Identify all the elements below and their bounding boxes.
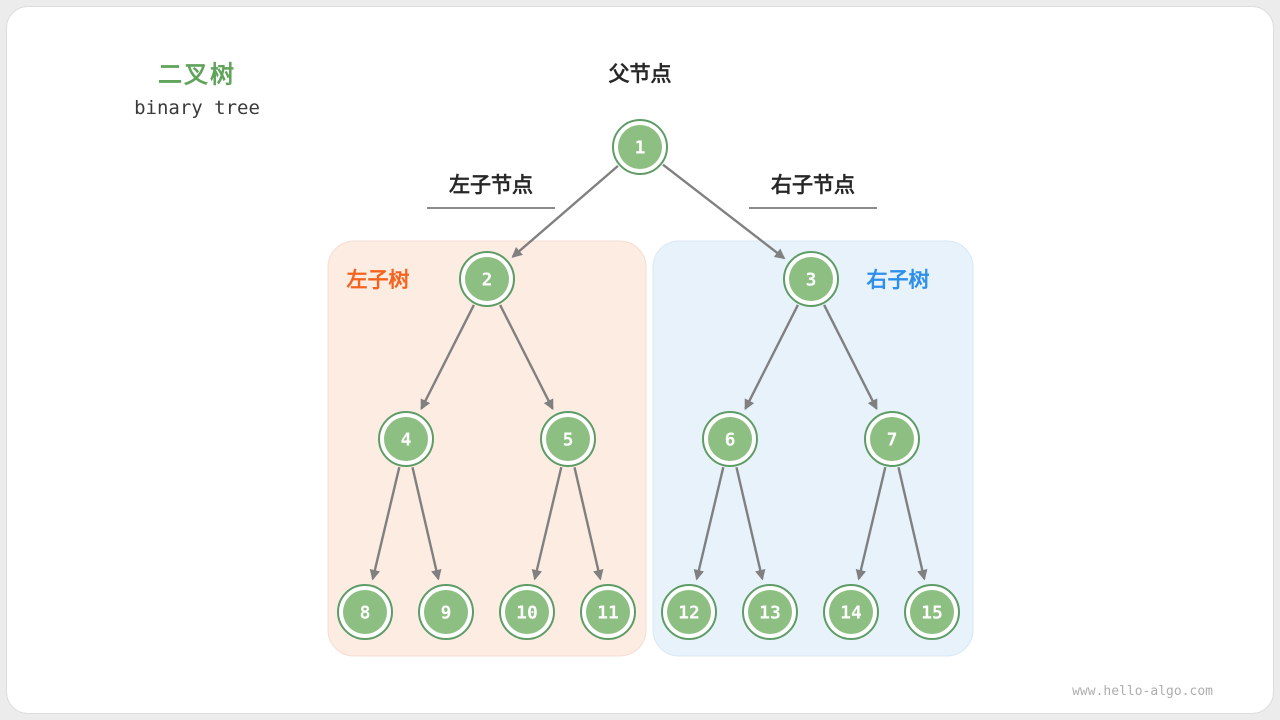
tree-node [586, 590, 630, 634]
tree-node-value: 6 [725, 430, 736, 451]
tree-edge [693, 466, 725, 581]
tree-node [667, 590, 711, 634]
tree-edge [855, 466, 887, 581]
tree-node-value: 9 [441, 603, 452, 624]
watermark: www.hello-algo.com [1072, 684, 1213, 699]
tree-edge [735, 467, 766, 581]
tree-edge [369, 466, 401, 581]
tree-node [618, 125, 662, 169]
tree-node-value: 14 [840, 603, 862, 624]
tree-node-value: 15 [921, 603, 943, 624]
tree-edge [823, 304, 878, 411]
tree-edge [411, 467, 442, 581]
tree-node-value: 1 [635, 138, 646, 159]
tree-node-value: 5 [563, 430, 574, 451]
tree-edge [744, 304, 799, 411]
tree-node [870, 417, 914, 461]
tree-node [910, 590, 954, 634]
tree-edge [420, 304, 475, 411]
tree-node-value: 12 [678, 603, 700, 624]
tree-node-value: 2 [482, 270, 493, 291]
tree-node [829, 590, 873, 634]
tree-node [546, 417, 590, 461]
tree-edge [897, 467, 928, 581]
tree-node-value: 8 [360, 603, 371, 624]
tree-node [505, 590, 549, 634]
tree-edge [499, 304, 554, 411]
tree-node-value: 4 [401, 430, 412, 451]
right-subtree-box [652, 240, 974, 657]
parent-node-label: 父节点 [608, 63, 672, 86]
tree-node [384, 417, 428, 461]
tree-edge [531, 466, 563, 581]
tree-node-value: 11 [597, 603, 619, 624]
tree-node [424, 590, 468, 634]
tree-node [465, 257, 509, 301]
left-subtree-box [327, 240, 647, 657]
tree-node [748, 590, 792, 634]
tree-node [708, 417, 752, 461]
tree-node-value: 13 [759, 603, 781, 624]
right-child-label: 右子节点 [749, 169, 877, 209]
tree-edge [662, 163, 786, 260]
right-subtree-label: 右子树 [866, 269, 930, 292]
tree-node-value: 7 [887, 430, 898, 451]
tree-node [789, 257, 833, 301]
left-subtree-label: 左子树 [346, 269, 410, 292]
tree-edge [573, 467, 604, 581]
figure-subtitle: binary tree [134, 97, 260, 119]
tree-edge [511, 164, 619, 258]
tree-node [343, 590, 387, 634]
tree-node-value: 3 [806, 270, 817, 291]
figure-title: 二叉树 [158, 61, 236, 89]
tree-node-value: 10 [516, 603, 538, 624]
left-child-label: 左子节点 [427, 169, 555, 209]
